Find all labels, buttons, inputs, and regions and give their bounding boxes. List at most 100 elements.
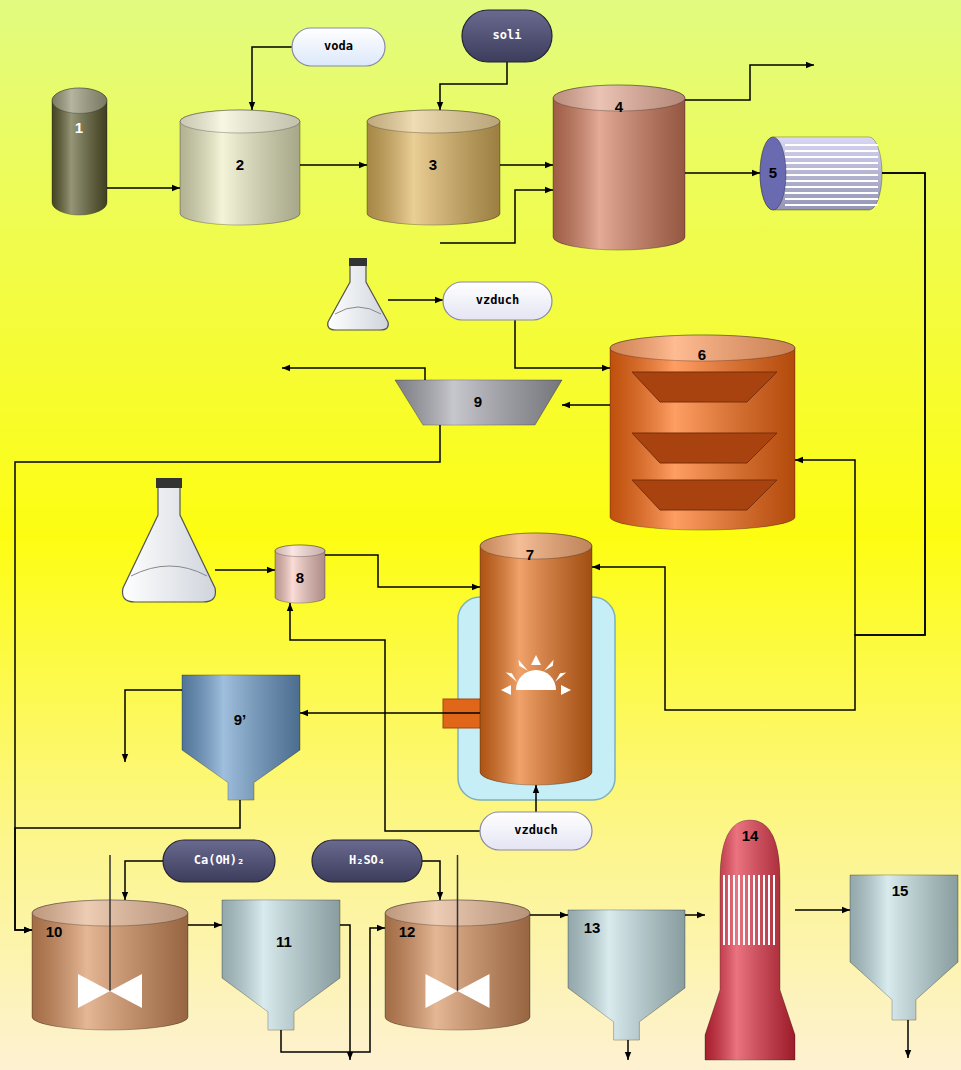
- tube-line: [785, 180, 878, 182]
- filter: 9: [388, 380, 562, 425]
- shape-outline: [32, 900, 188, 1030]
- shape-outline: [480, 533, 592, 785]
- mixing-tank: 2: [180, 110, 300, 225]
- agitator-shaft: [457, 855, 459, 991]
- flow-arrow: [685, 172, 760, 174]
- hopper-body-shading: [568, 910, 685, 1040]
- flask-stopper: [156, 478, 182, 488]
- flask-icon: [328, 258, 389, 330]
- tube-line: [785, 144, 878, 146]
- mixing-tank: 3: [367, 110, 500, 225]
- flow-arrow: [795, 909, 850, 911]
- callout-number: 7: [526, 547, 534, 564]
- packing-line: [763, 875, 765, 945]
- vessel-body-shading: [610, 335, 795, 530]
- filter-body: [395, 380, 562, 425]
- settling-tank: 13: [568, 910, 685, 1040]
- sparger-ray: [531, 655, 541, 665]
- tray-shelf: [632, 433, 777, 463]
- column-body-shading: [705, 820, 795, 1060]
- tray-shelf: [632, 372, 777, 402]
- vessel-body: [180, 110, 300, 225]
- packing-line: [728, 875, 730, 945]
- tube-line: [785, 174, 878, 176]
- flask-body: [328, 262, 389, 330]
- callout-number: 9: [474, 394, 482, 411]
- packing-line: [733, 875, 735, 945]
- vessel-body: [480, 533, 592, 785]
- flow-arrow: [515, 320, 610, 368]
- pill-outline: [462, 10, 552, 62]
- flow-arrow: [795, 173, 925, 635]
- overflow-outlet: [340, 925, 350, 1060]
- callout-number: 11: [276, 934, 292, 951]
- input-pill: Ca(OH)₂: [163, 840, 275, 882]
- vessel-body: [367, 110, 500, 225]
- pill-outline: [480, 812, 592, 850]
- shape-outline: [222, 900, 340, 1030]
- inoculum-vessel: 8: [275, 545, 325, 603]
- callout-number: 1: [75, 120, 83, 137]
- callout-number: 8: [296, 570, 304, 587]
- callout-number: 5: [769, 165, 777, 182]
- callout-number: 15: [892, 883, 909, 900]
- shape-outline: [52, 88, 107, 215]
- vessel-body: [553, 85, 685, 250]
- heat-exchanger: 5: [760, 137, 882, 210]
- tube-line: [785, 162, 878, 164]
- sparger-ray: [544, 660, 553, 671]
- flow-arrow: [15, 425, 440, 930]
- gas-outlet: [685, 65, 814, 100]
- culture-feed: [388, 299, 443, 301]
- flow-arrow: [685, 914, 705, 916]
- tray-fermenter: 6: [610, 335, 795, 530]
- impeller-blade: [426, 974, 458, 1008]
- flask-icon: [123, 478, 216, 602]
- cylinder-top: [367, 110, 500, 133]
- input-label: soli: [493, 29, 522, 42]
- filtrate-outlet: [282, 368, 425, 380]
- packing-line: [723, 875, 725, 945]
- tube-line: [785, 186, 878, 188]
- pill-outline: [312, 840, 422, 882]
- flow-arrow: [300, 164, 367, 166]
- cylinder-top: [480, 533, 592, 559]
- vessel-body-shading: [180, 110, 300, 225]
- flask-stopper: [349, 258, 367, 266]
- hopper-body-shading: [850, 875, 958, 1020]
- acidification-tank: 12: [385, 900, 530, 1030]
- sparger-ray: [555, 673, 566, 682]
- hopper-body: [568, 910, 685, 1040]
- flask-body: [123, 485, 216, 602]
- input-pill: voda: [292, 28, 385, 66]
- packing-line: [768, 875, 770, 945]
- separator: 9’: [182, 675, 300, 800]
- hopper-body: [850, 875, 958, 1020]
- tube-line: [785, 198, 878, 200]
- packing-line: [758, 875, 760, 945]
- shape-outline: [760, 137, 882, 210]
- flow-arrow: [300, 712, 480, 714]
- vessel-body: [275, 545, 325, 603]
- callout-number: 14: [742, 828, 759, 845]
- product-outlet: [907, 1020, 909, 1058]
- vessel-body-shading: [480, 533, 592, 785]
- hopper-body: [222, 900, 340, 1030]
- cylinder-end: [760, 137, 786, 210]
- vessel-body-shading: [553, 85, 685, 250]
- vessel-body-shading: [760, 137, 882, 210]
- impeller-blade: [110, 974, 142, 1008]
- pill-outline: [292, 28, 385, 66]
- vessel-body-shading: [52, 88, 107, 215]
- packing-line: [743, 875, 745, 945]
- sparger-ray: [519, 660, 528, 671]
- pill-outline: [443, 282, 552, 320]
- hopper-body: [182, 675, 300, 800]
- tube-line: [785, 192, 878, 194]
- cylinder-top: [52, 88, 107, 113]
- crystallizer: 15: [850, 875, 958, 1020]
- callout-number: 6: [698, 347, 706, 364]
- flow-arrow: [500, 164, 553, 166]
- fermenter: 7: [480, 533, 592, 785]
- tube-line: [785, 168, 878, 170]
